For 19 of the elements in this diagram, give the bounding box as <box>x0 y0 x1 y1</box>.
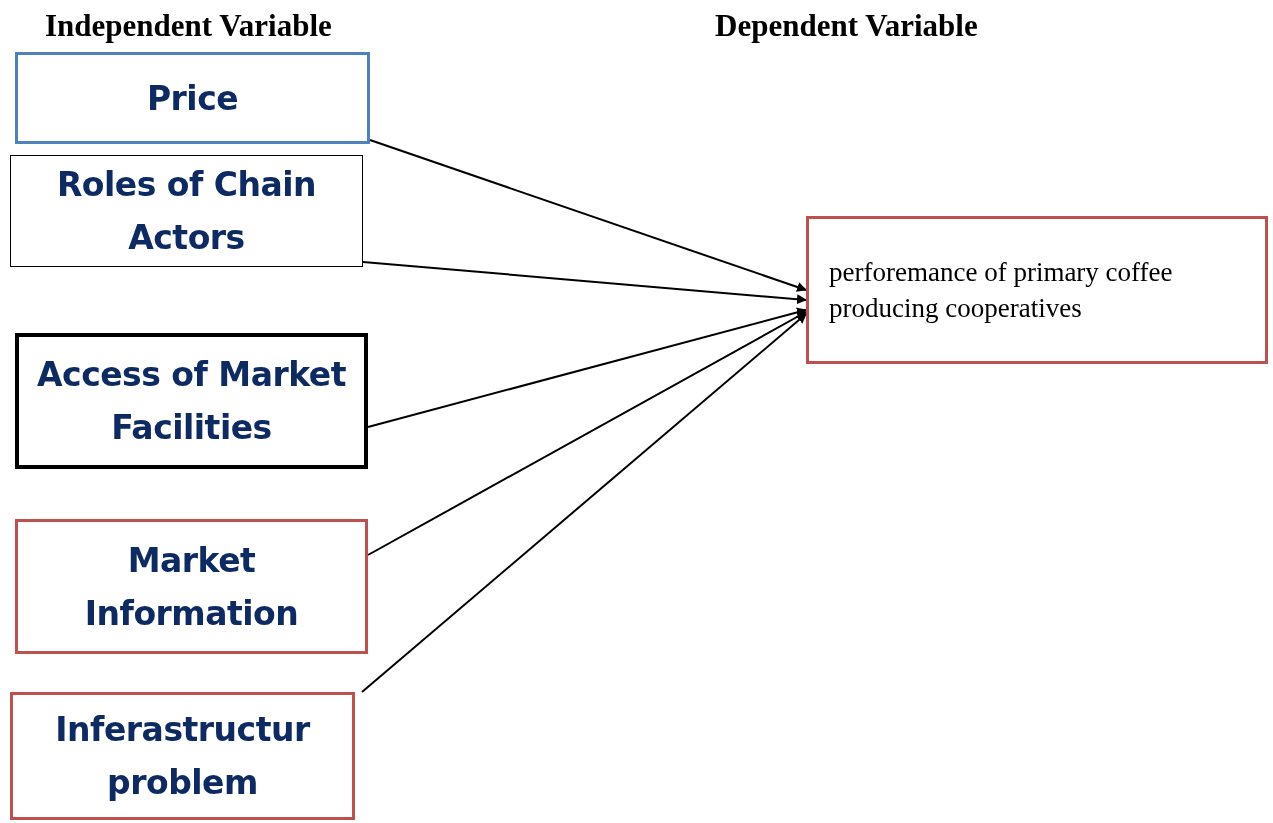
column-heading: Dependent Variable <box>715 8 978 44</box>
variable-box <box>15 52 370 144</box>
box-label: perforemance of primary coffee producing cooperatives <box>829 256 1174 325</box>
box-label: Market Information <box>83 539 300 635</box>
outcome-box <box>806 216 1268 364</box>
variable-box <box>10 155 363 267</box>
box-label: Access of Market Facilities <box>36 354 347 449</box>
arrow <box>362 261 807 305</box>
box-label: Inferastructur problem <box>54 709 312 804</box>
variable-box <box>15 333 368 469</box>
box-label: Roles of Chain Actors <box>55 164 318 259</box>
variable-box <box>15 519 368 654</box>
arrow <box>367 307 807 428</box>
variable-box <box>10 692 355 820</box>
arrow <box>361 313 807 693</box>
arrow <box>367 311 807 556</box>
column-heading: Independent Variable <box>45 8 332 44</box>
box-label: Price <box>146 77 239 120</box>
arrow <box>369 139 807 292</box>
